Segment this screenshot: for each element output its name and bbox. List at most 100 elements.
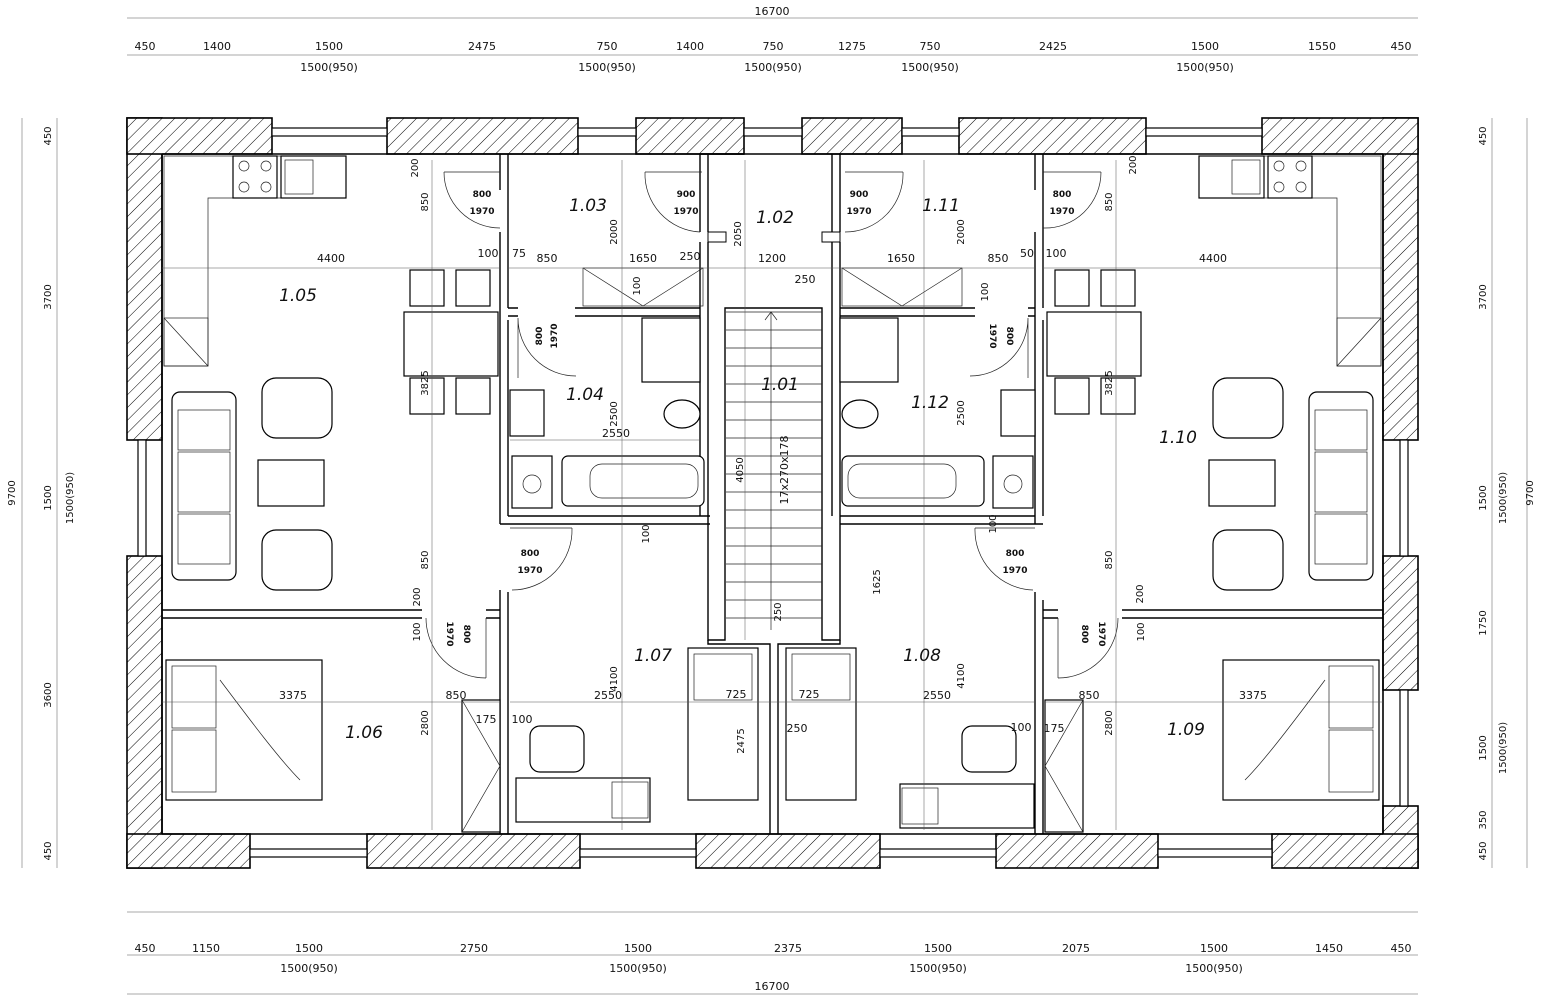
room-label: 1.05 [279, 286, 317, 306]
door-width: 800 [521, 549, 540, 559]
interior-walls [161, 153, 1384, 835]
right-dimensions: 450 3700 1500 1500(950) 1750 1500 1500(9… [1478, 126, 1536, 860]
dim-label: 3375 [279, 689, 307, 702]
top-dim: 750 [597, 40, 618, 53]
dim-label: 100 [632, 276, 643, 295]
dim-label: 100 [1136, 622, 1147, 641]
dim-label: 200 [1128, 155, 1139, 174]
bottom-dim: 2075 [1062, 942, 1090, 955]
dim-label: 100 [1046, 247, 1067, 260]
bottom-dim: 450 [1391, 942, 1412, 955]
room-label: 1.09 [1167, 720, 1205, 740]
door-width: 900 [850, 190, 869, 200]
bottom-sub-dim: 1500(950) [280, 962, 338, 975]
dim-label: 4400 [1199, 252, 1227, 265]
dim-label: 100 [641, 524, 652, 543]
dim-label: 4100 [609, 666, 620, 691]
room-labels: 1.01 1.02 1.03 1.04 1.05 1.06 1.07 1.08 … [279, 196, 1205, 743]
right-dim: 1500 [1478, 735, 1489, 760]
dim-label: 3825 [420, 370, 431, 395]
top-sub-dim: 1500(950) [744, 61, 802, 74]
bottom-sub-dim: 1500(950) [909, 962, 967, 975]
top-dim: 750 [763, 40, 784, 53]
dimension-lines [21, 17, 1528, 995]
door-height: 1970 [550, 323, 560, 348]
overall-width-top: 16700 [755, 5, 790, 18]
room-label: 1.11 [922, 196, 960, 216]
dim-label: 2475 [736, 728, 747, 753]
right-dim: 350 [1478, 810, 1489, 829]
door-width: 800 [1004, 327, 1014, 346]
outer-walls [126, 117, 1419, 869]
left-dim: 1500 [43, 485, 54, 510]
top-dim: 750 [920, 40, 941, 53]
dim-label: 50 [1020, 247, 1034, 260]
left-dimensions: 9700 450 3700 1500 1500(950) 3600 450 [7, 126, 76, 860]
dim-label: 725 [799, 688, 820, 701]
top-dim: 2425 [1039, 40, 1067, 53]
door-width: 800 [1053, 190, 1072, 200]
top-dim: 1275 [838, 40, 866, 53]
dim-label: 250 [773, 602, 784, 621]
left-dim: 450 [43, 841, 54, 860]
door-width: 800 [1079, 625, 1089, 644]
top-dim: 1500 [315, 40, 343, 53]
room-label: 1.08 [903, 646, 941, 666]
top-dim: 1550 [1308, 40, 1336, 53]
dim-label: 850 [537, 252, 558, 265]
furniture-right [785, 155, 1382, 833]
door-height: 1970 [517, 566, 542, 576]
door-width: 900 [677, 190, 696, 200]
dim-label: 1650 [887, 252, 915, 265]
dim-label: 4050 [735, 457, 746, 482]
dim-label: 850 [1104, 192, 1115, 211]
dim-label: 4400 [317, 252, 345, 265]
dim-label: 3375 [1239, 689, 1267, 702]
bottom-dim: 1150 [192, 942, 220, 955]
room-label: 1.04 [566, 385, 604, 405]
dim-label: 2000 [609, 219, 620, 244]
right-dim: 450 [1478, 841, 1489, 860]
left-sub-dim: 1500(950) [65, 472, 76, 524]
left-dim: 450 [43, 126, 54, 145]
bottom-dim: 1450 [1315, 942, 1343, 955]
top-sub-dim: 1500(950) [300, 61, 358, 74]
dim-label: 100 [988, 514, 999, 533]
room-label: 1.07 [634, 646, 672, 666]
dim-label: 200 [410, 158, 421, 177]
bottom-dim: 1500 [624, 942, 652, 955]
door-swings [425, 171, 1119, 679]
bottom-dim: 2750 [460, 942, 488, 955]
dim-label: 75 [512, 247, 526, 260]
dim-label: 850 [1104, 550, 1115, 569]
dim-label: 850 [420, 550, 431, 569]
room-label: 1.06 [345, 723, 383, 743]
stair-label: 17x270x178 [778, 435, 791, 504]
dim-label: 2000 [956, 219, 967, 244]
dim-label: 100 [412, 622, 423, 641]
door-width: 800 [1006, 549, 1025, 559]
door-height: 1970 [846, 207, 871, 217]
door-height: 1970 [1002, 566, 1027, 576]
door-height: 1970 [673, 207, 698, 217]
dim-label: 850 [446, 689, 467, 702]
dim-label: 4100 [956, 663, 967, 688]
bottom-dimensions: 450 1150 1500 2750 1500 2375 1500 2075 1… [135, 942, 1412, 993]
dim-label: 3825 [1104, 370, 1115, 395]
right-dim: 3700 [1478, 284, 1489, 309]
dim-label: 2500 [956, 400, 967, 425]
dim-label: 250 [680, 250, 701, 263]
dim-label: 850 [988, 252, 1009, 265]
top-dim: 450 [135, 40, 156, 53]
dim-label: 250 [787, 722, 808, 735]
top-sub-dim: 1500(950) [1176, 61, 1234, 74]
door-labels: 800 1970 900 1970 900 1970 800 1970 800 … [444, 190, 1106, 647]
right-dim: 1500 [1478, 485, 1489, 510]
dim-label: 100 [512, 713, 533, 726]
top-dim: 1400 [203, 40, 231, 53]
dim-label: 100 [1011, 721, 1032, 734]
door-height: 1970 [1049, 207, 1074, 217]
top-sub-dim: 1500(950) [578, 61, 636, 74]
top-dim: 2475 [468, 40, 496, 53]
